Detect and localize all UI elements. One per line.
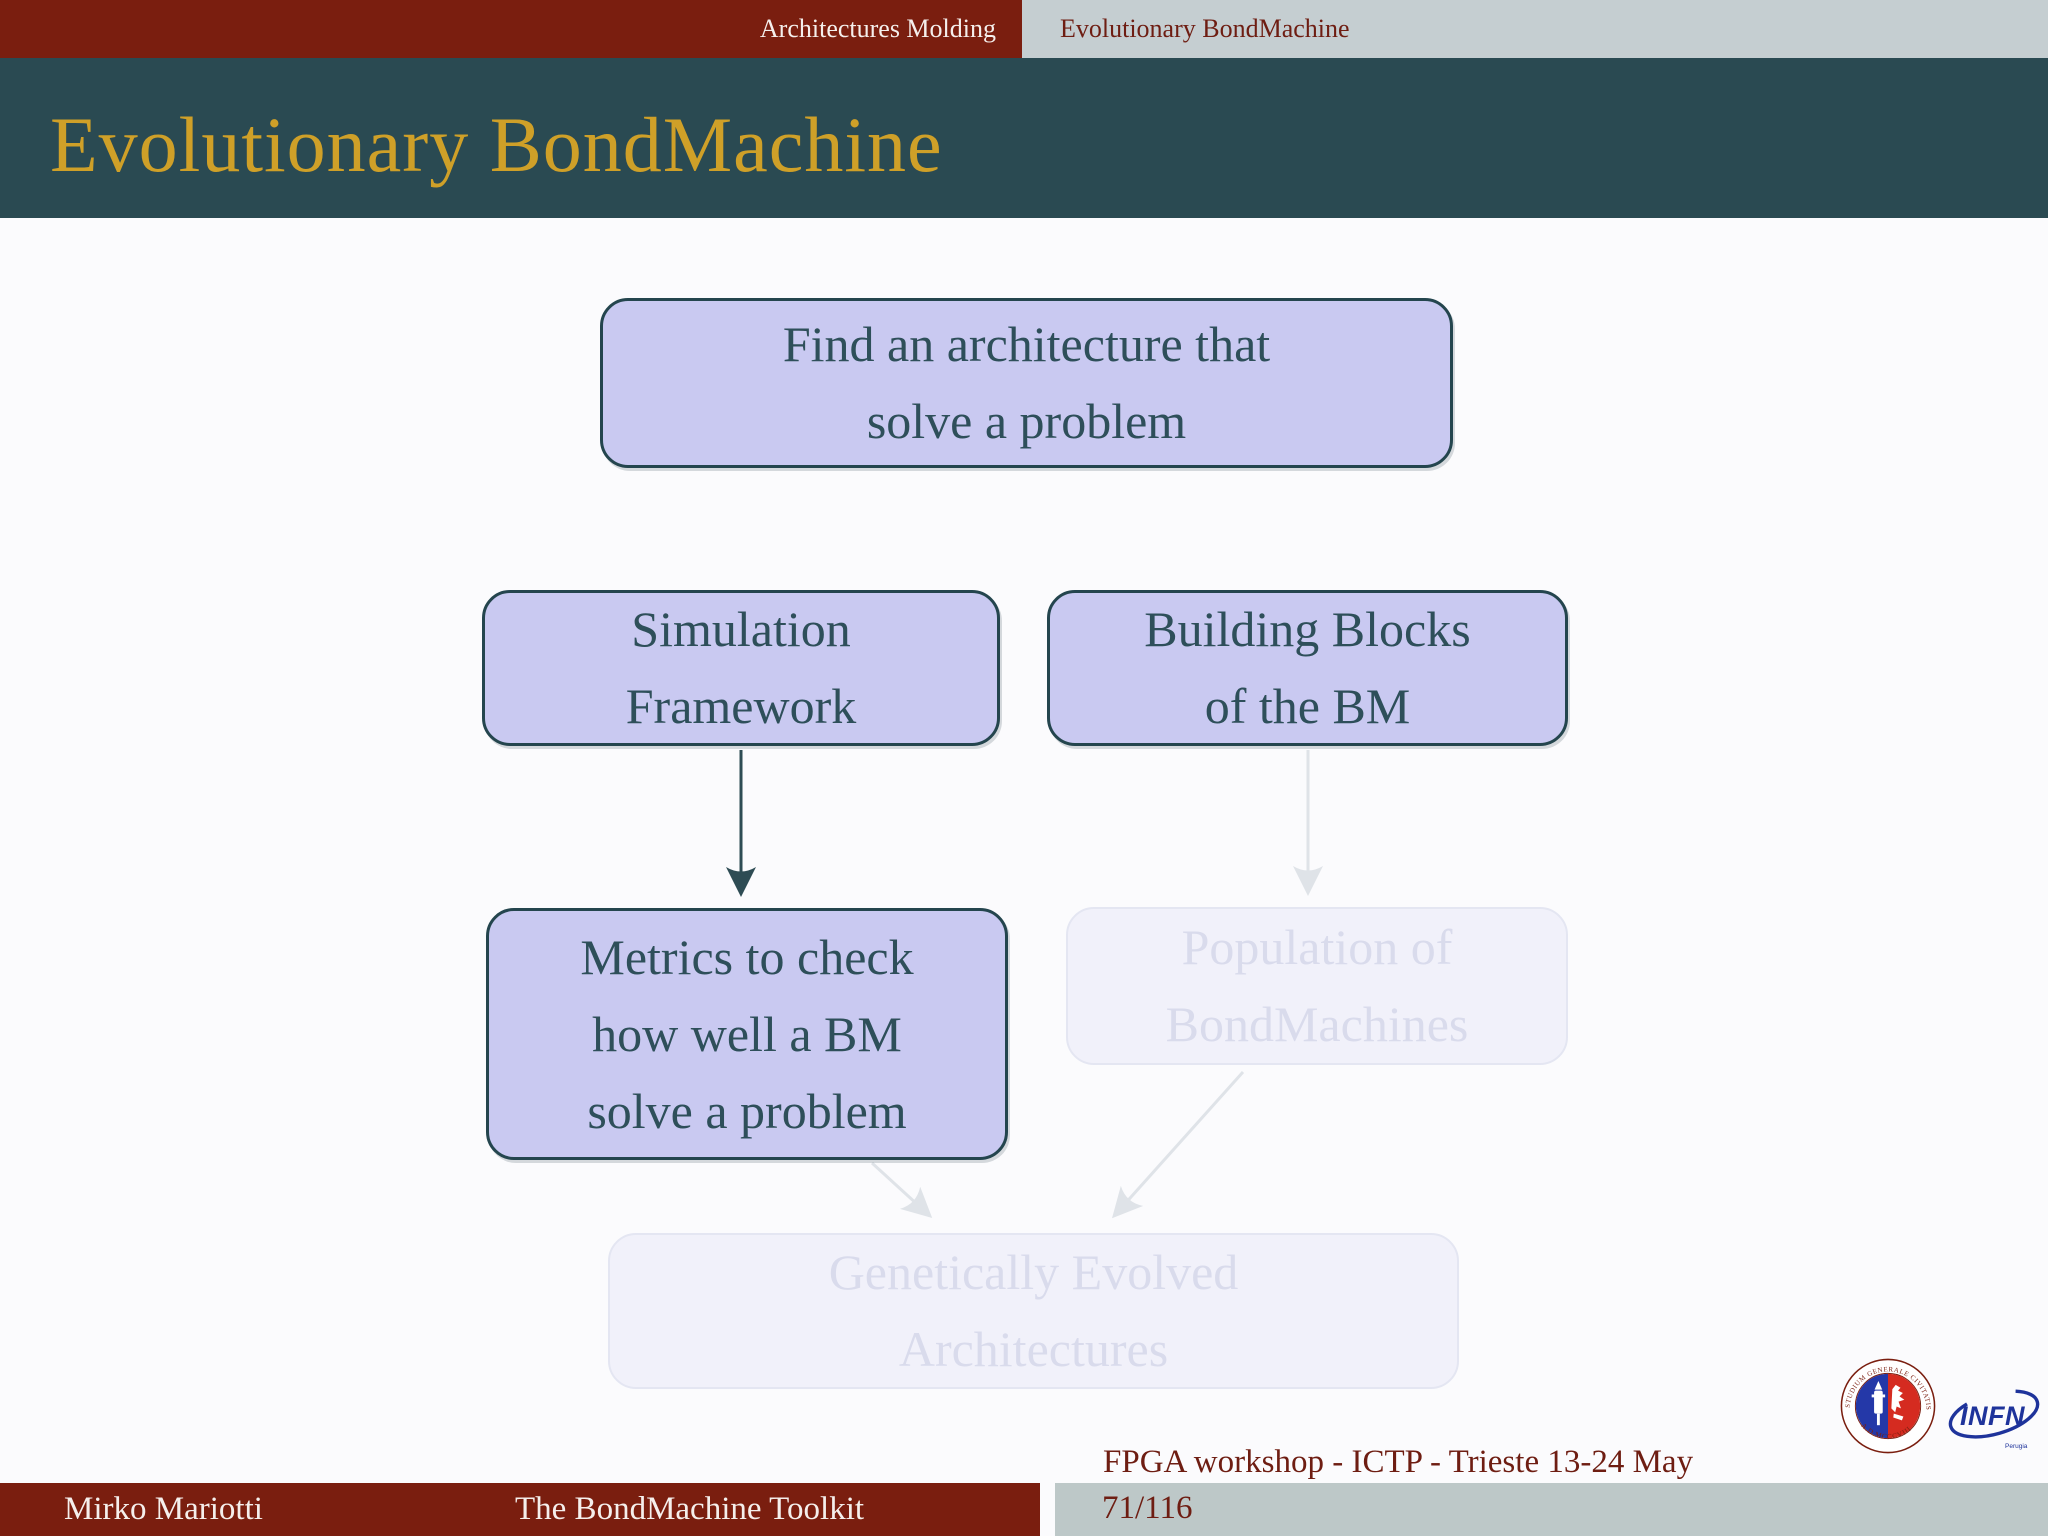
flow-box-text-line: Genetically Evolved xyxy=(828,1244,1239,1300)
flow-box-find-architecture: Find an architecture that solve a proble… xyxy=(600,298,1453,468)
footer-deck-title: The BondMachine Toolkit xyxy=(515,1491,865,1527)
flow-box-building-blocks: Building Blocks of the BM xyxy=(1047,590,1568,746)
slide-title-band: Evolutionary BondMachine xyxy=(0,58,2048,218)
flow-box-text-line: BondMachines xyxy=(1165,996,1469,1052)
seal-bishop-figure xyxy=(1871,1381,1886,1426)
flow-box-population: Population of BondMachines xyxy=(1066,907,1568,1065)
footer-page-bar: 71/116 xyxy=(1055,1483,2048,1536)
footer-page-number: 71/116 xyxy=(1102,1490,1193,1526)
seal-griffin-figure xyxy=(1891,1384,1905,1421)
flow-box-genetically-evolved: Genetically Evolved Architectures xyxy=(608,1233,1459,1389)
topbar-section-label: Architectures Molding xyxy=(759,14,996,43)
flow-box-text-line: solve a problem xyxy=(587,1082,907,1139)
infn-city-label: Perugia xyxy=(2005,1443,2028,1450)
infn-logo-icon: INFN Perugia xyxy=(1948,1389,2040,1450)
topbar-subsection-label: Evolutionary BondMachine xyxy=(1060,14,1350,43)
flow-box-text-line: how well a BM xyxy=(592,1005,902,1062)
flow-box-text-line: Architectures xyxy=(898,1321,1169,1377)
edge-metrics-to-genetic xyxy=(870,1161,933,1219)
slide-title: Evolutionary BondMachine xyxy=(50,101,943,188)
footer-author: Mirko Mariotti xyxy=(64,1491,263,1527)
topbar-section-block: Architectures Molding xyxy=(0,0,1022,58)
edge-population-to-genetic xyxy=(1111,1070,1245,1219)
infn-wordmark: INFN xyxy=(1960,1401,2025,1431)
flow-box-text-line: of the BM xyxy=(1204,678,1411,734)
flow-box-text-line: Find an architecture that xyxy=(782,316,1271,372)
footer-event-text: FPGA workshop - ICTP - Trieste 13-24 May xyxy=(1103,1444,1694,1480)
flow-box-text-line: Metrics to check xyxy=(580,928,914,985)
flow-box-text-line: Framework xyxy=(625,678,857,734)
footer-author-bar: Mirko Mariotti The BondMachine Toolkit xyxy=(0,1483,1040,1536)
flow-box-text-line: Simulation xyxy=(631,601,851,657)
flow-box-metrics: Metrics to check how well a BM solve a p… xyxy=(486,908,1008,1160)
topbar-subsection-block: Evolutionary BondMachine xyxy=(1022,0,2048,58)
flow-box-text-line: solve a problem xyxy=(866,393,1187,449)
flow-box-simulation-framework: Simulation Framework xyxy=(482,590,1000,746)
flow-box-text-line: Population of xyxy=(1181,919,1453,975)
flow-box-text-line: Building Blocks xyxy=(1144,601,1471,657)
university-perugia-seal-icon: STUDIUM GENERALE CIVITATIS PERUSII A.D.M… xyxy=(1840,1358,1936,1454)
